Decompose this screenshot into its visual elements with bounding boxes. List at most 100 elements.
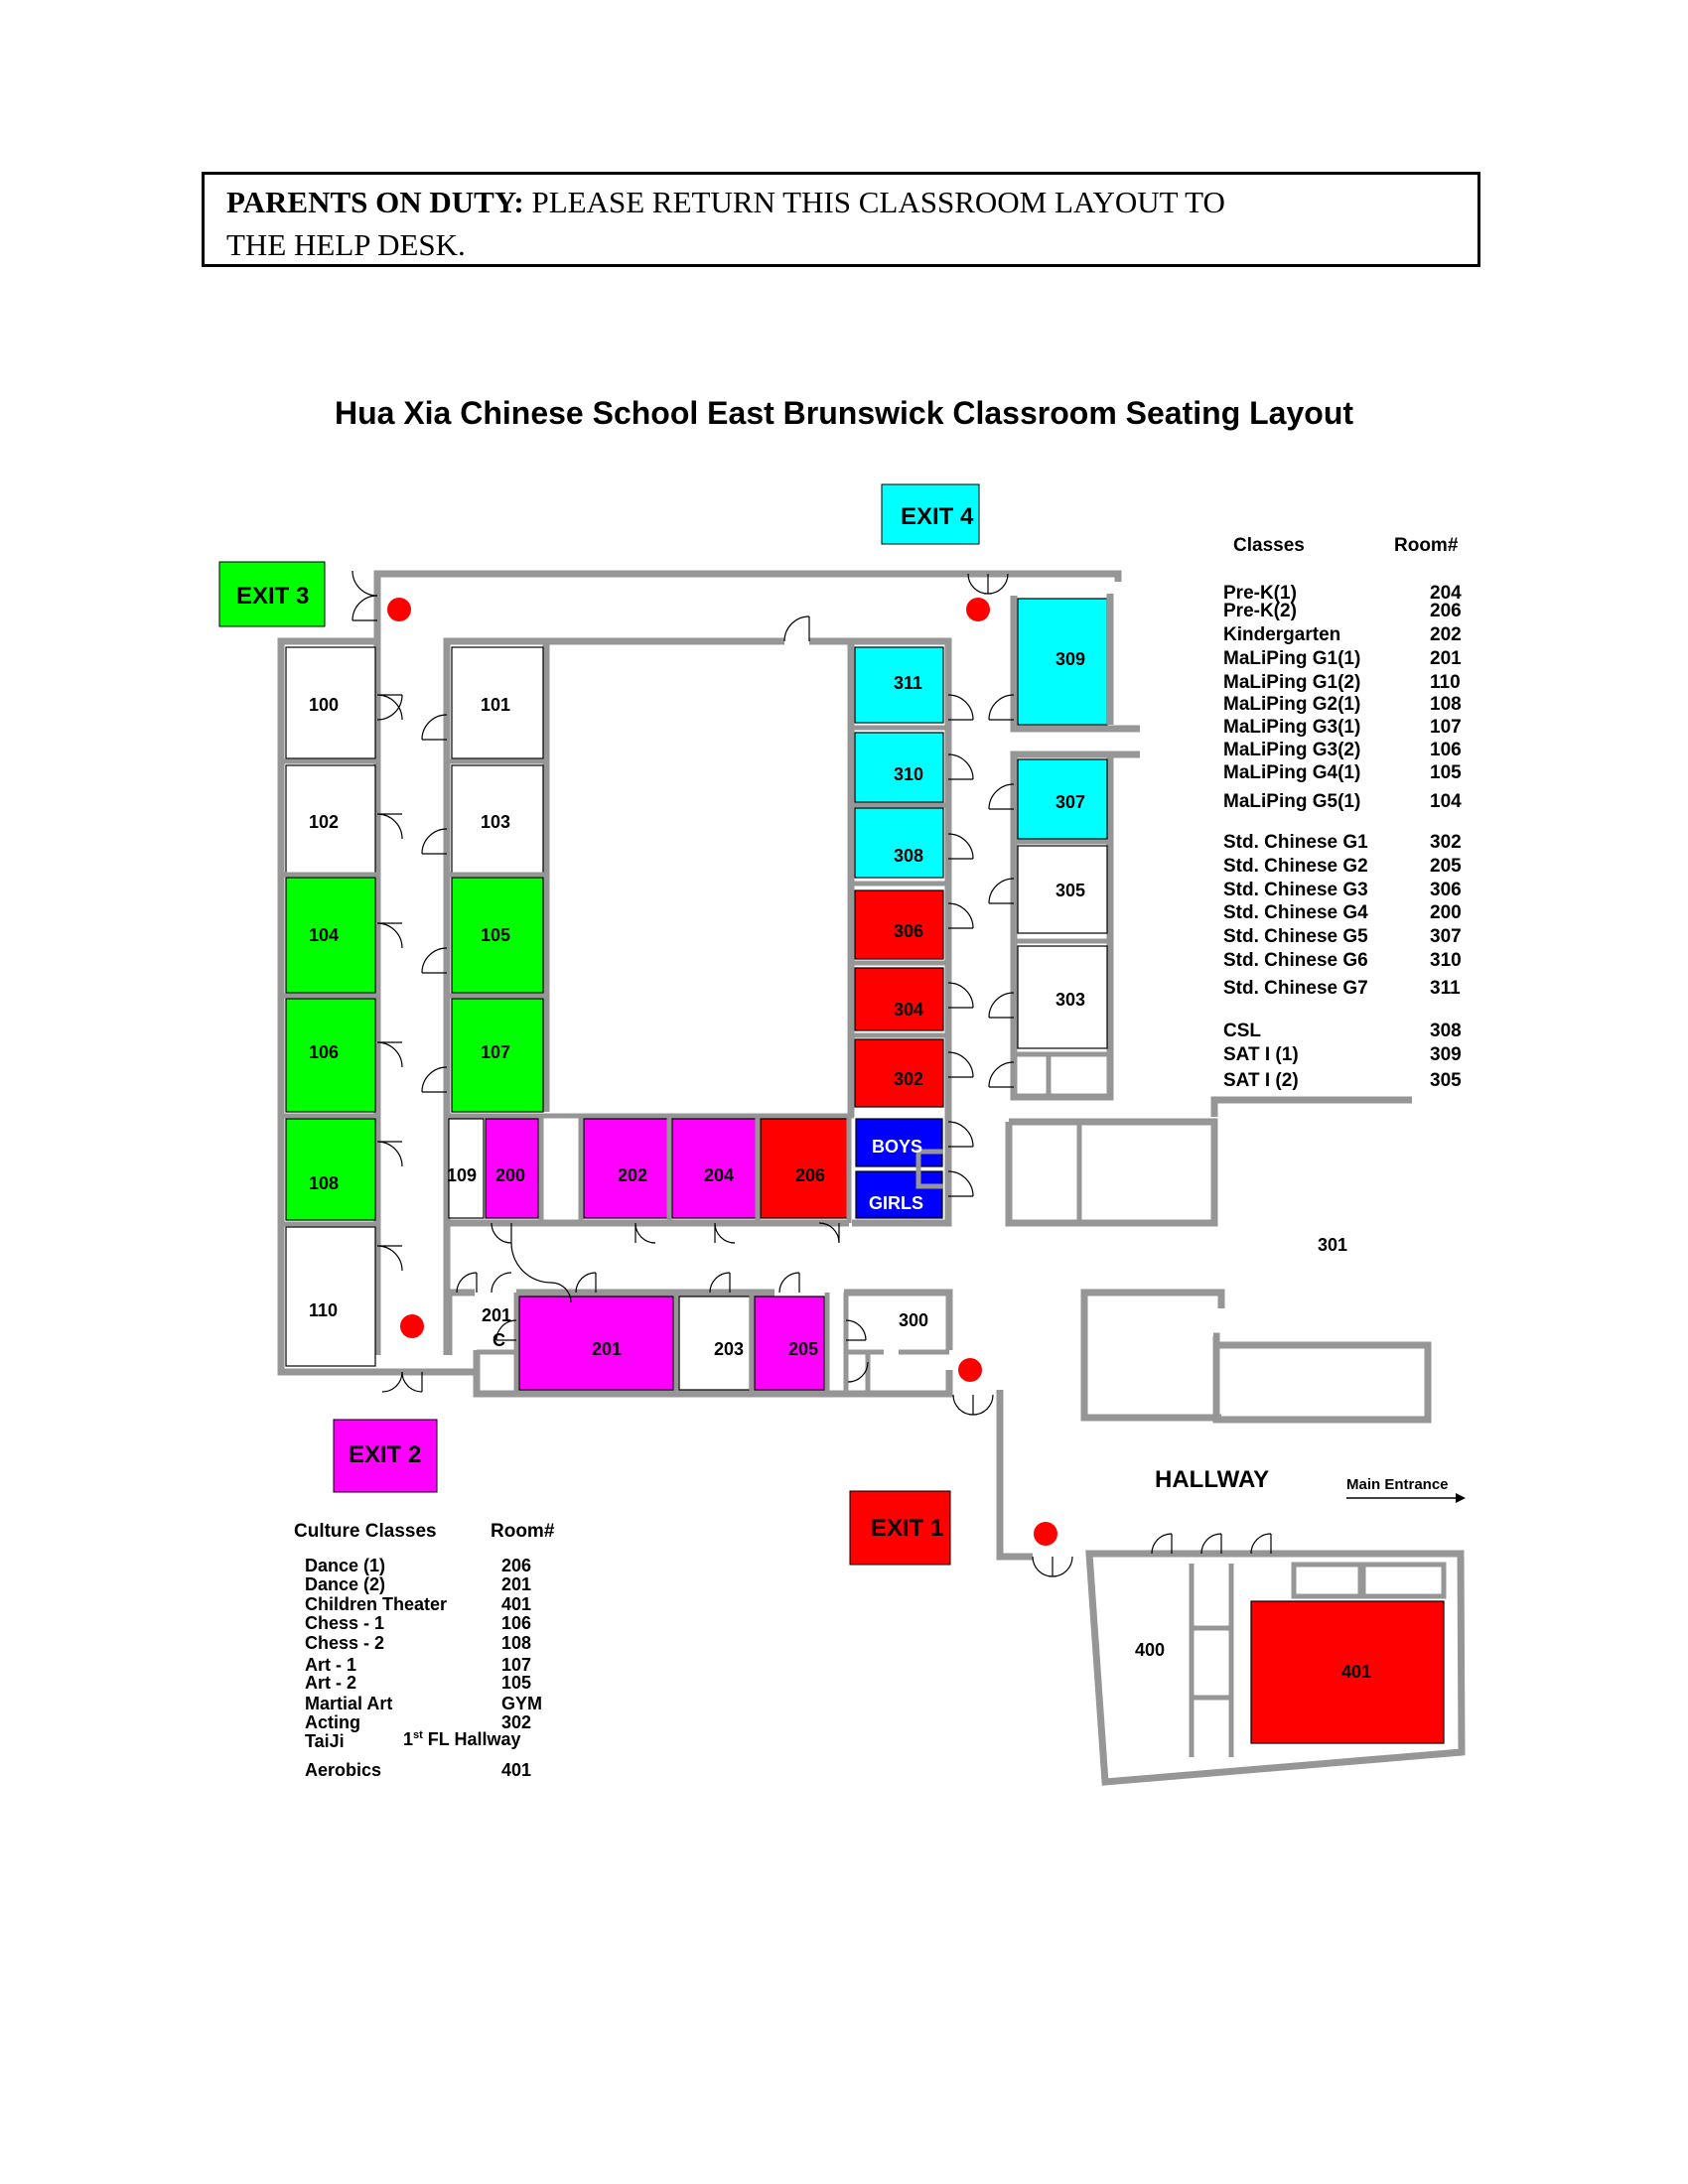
room-303 bbox=[1017, 945, 1108, 1049]
room-101-label: 101 bbox=[481, 695, 510, 715]
room-c-label: C bbox=[492, 1330, 505, 1350]
room-girls bbox=[855, 1170, 943, 1219]
classes-header: Classes bbox=[1233, 535, 1305, 556]
culture-class-name: Chess - 1 bbox=[305, 1613, 385, 1633]
room-203-label: 203 bbox=[714, 1339, 744, 1359]
main-entrance-label: Main Entrance bbox=[1346, 1476, 1449, 1493]
culture-class-room: 108 bbox=[501, 1633, 532, 1653]
room-311 bbox=[854, 646, 944, 724]
room-206-label: 206 bbox=[795, 1165, 825, 1185]
fire-marker bbox=[400, 1314, 424, 1338]
wall bbox=[277, 637, 475, 1376]
class-name: Std. Chinese G1 bbox=[1223, 832, 1368, 853]
room-100-label: 100 bbox=[309, 695, 339, 715]
page-title: Hua Xia Chinese School East Brunswick Cl… bbox=[334, 395, 1354, 431]
room-201 bbox=[518, 1296, 674, 1391]
culture-class-name: Aerobics bbox=[305, 1760, 382, 1780]
room-306 bbox=[854, 889, 944, 960]
notice-box: PARENTS ON DUTY: PLEASE RETURN THIS CLAS… bbox=[202, 172, 1480, 267]
class-room: 310 bbox=[1430, 950, 1462, 971]
wall bbox=[844, 1289, 953, 1350]
room-205 bbox=[754, 1296, 825, 1391]
culture-class-name: TaiJi bbox=[305, 1731, 345, 1751]
class-room: 307 bbox=[1430, 926, 1462, 947]
class-name: Std. Chinese G6 bbox=[1223, 950, 1368, 971]
exit-2-label: EXIT 2 bbox=[349, 1441, 421, 1468]
culture-class-room: 106 bbox=[501, 1613, 532, 1633]
culture-class-room: 107 bbox=[501, 1655, 532, 1675]
class-name: Std. Chinese G7 bbox=[1223, 978, 1368, 999]
culture-class-room: 201 bbox=[501, 1574, 532, 1594]
culture-room-post: FL Hallway bbox=[422, 1729, 521, 1749]
culture-class-room: 105 bbox=[501, 1673, 532, 1693]
exit-3-label: EXIT 3 bbox=[236, 583, 309, 610]
class-room: 311 bbox=[1430, 978, 1461, 999]
class-name: Pre-K(2) bbox=[1223, 601, 1297, 621]
class-name: MaLiPing G2(1) bbox=[1223, 694, 1361, 715]
class-room: 302 bbox=[1430, 832, 1462, 853]
room-205-label: 205 bbox=[788, 1339, 818, 1359]
room-100 bbox=[285, 646, 376, 759]
culture-class-room: 401 bbox=[501, 1760, 532, 1780]
exit-2 bbox=[333, 1419, 438, 1493]
class-name: MaLiPing G4(1) bbox=[1223, 762, 1361, 783]
culture-class-name: Martial Art bbox=[305, 1694, 393, 1713]
room-302 bbox=[854, 1038, 944, 1108]
wall bbox=[1010, 751, 1140, 1101]
doors bbox=[352, 570, 1272, 1577]
room-308 bbox=[854, 807, 944, 879]
class-room: 308 bbox=[1430, 1021, 1462, 1041]
room-206 bbox=[760, 1118, 849, 1219]
class-name: MaLiPing G3(2) bbox=[1223, 740, 1361, 760]
room-200-label: 200 bbox=[495, 1165, 525, 1185]
culture-class-name: Chess - 2 bbox=[305, 1633, 385, 1653]
room-102 bbox=[285, 764, 376, 876]
culture-header: Culture Classes bbox=[294, 1521, 437, 1542]
class-room: 202 bbox=[1430, 624, 1462, 645]
class-room: 108 bbox=[1430, 694, 1462, 715]
culture-room-sup: st bbox=[413, 1729, 423, 1741]
room-boys bbox=[855, 1118, 943, 1167]
room-307 bbox=[1017, 758, 1108, 840]
culture-room-pre: 1 bbox=[403, 1729, 414, 1749]
room-309-label: 309 bbox=[1055, 649, 1085, 669]
class-room: 104 bbox=[1430, 791, 1462, 812]
fire-marker bbox=[958, 1358, 982, 1382]
wall bbox=[373, 570, 1122, 641]
culture-class-room: 302 bbox=[501, 1712, 532, 1732]
room-304 bbox=[854, 967, 944, 1031]
fire-marker bbox=[387, 598, 411, 621]
class-name: Std. Chinese G4 bbox=[1223, 902, 1368, 923]
culture-class-room: 206 bbox=[501, 1556, 532, 1575]
class-room: 107 bbox=[1430, 717, 1462, 738]
room-311-label: 311 bbox=[894, 673, 922, 693]
class-name: Kindergarten bbox=[1223, 624, 1341, 645]
room-201-label: 201 bbox=[592, 1339, 622, 1359]
room-310-label: 310 bbox=[894, 764, 923, 784]
room-201c-label: 201 bbox=[482, 1305, 511, 1325]
room-204-label: 204 bbox=[704, 1165, 734, 1185]
wall bbox=[1212, 1339, 1432, 1424]
class-room: 204 bbox=[1430, 583, 1462, 604]
culture-class-name: Art - 1 bbox=[305, 1655, 357, 1675]
room-401 bbox=[1250, 1600, 1445, 1744]
exit-1 bbox=[849, 1490, 951, 1566]
class-name: Pre-K(1) bbox=[1223, 583, 1297, 604]
class-name: CSL bbox=[1223, 1021, 1261, 1041]
class-name: MaLiPing G3(1) bbox=[1223, 717, 1361, 738]
room-110 bbox=[285, 1226, 376, 1367]
room-305-label: 305 bbox=[1055, 881, 1085, 900]
class-name: Std. Chinese G5 bbox=[1223, 926, 1368, 947]
hallway-label: HALLWAY bbox=[1155, 1466, 1270, 1493]
exit-1-label: EXIT 1 bbox=[871, 1515, 943, 1542]
room-203 bbox=[678, 1296, 751, 1391]
room-103-label: 103 bbox=[481, 812, 510, 832]
wall bbox=[852, 1122, 952, 1227]
room-110-label: 110 bbox=[309, 1300, 338, 1320]
class-room: 306 bbox=[1430, 880, 1462, 900]
class-name: SAT I (1) bbox=[1223, 1044, 1299, 1065]
class-name: Std. Chinese G3 bbox=[1223, 880, 1368, 900]
room-304-label: 304 bbox=[894, 1000, 923, 1020]
culture-class-room: GYM bbox=[501, 1694, 543, 1713]
wall bbox=[445, 1289, 475, 1355]
